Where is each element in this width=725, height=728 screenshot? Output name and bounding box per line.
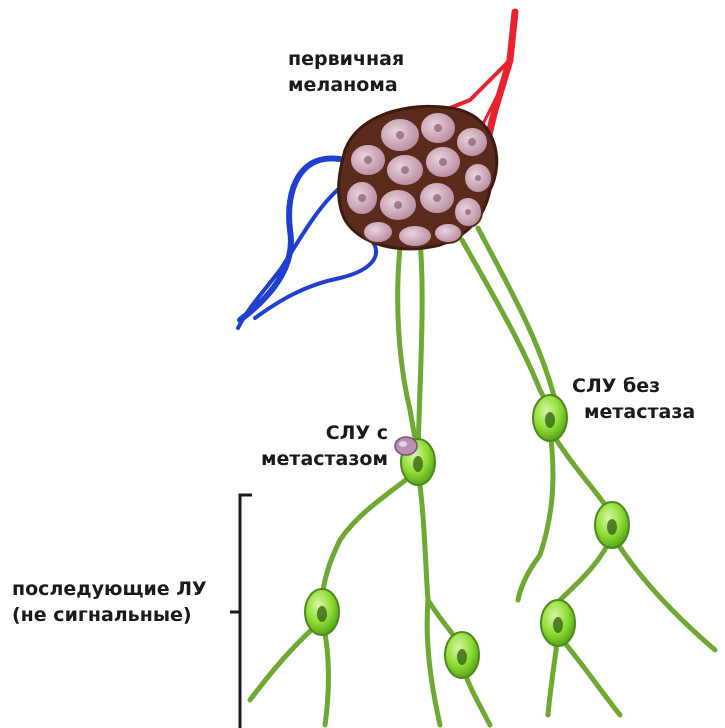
subsequent-ln-bracket [230,495,252,728]
lymph-node-sln-without-metastasis [533,395,567,441]
primary-melanoma-tumor [339,106,497,248]
label-primary-melanoma: первичная меланома [288,46,404,98]
label-sln-with-metastasis: СЛУ с метастазом [246,420,388,472]
lymph-node-subsequent [595,502,629,548]
label-subsequent-ln: последующие ЛУ (не сигнальные) [12,576,207,628]
lymph-vessels [250,228,715,725]
lymph-node-subsequent [305,589,339,635]
label-sln-without-metastasis: СЛУ без метастаза [572,373,695,425]
lymph-node-subsequent [445,632,479,678]
metastasis-deposit [395,437,417,455]
lymph-node-subsequent [541,600,575,646]
